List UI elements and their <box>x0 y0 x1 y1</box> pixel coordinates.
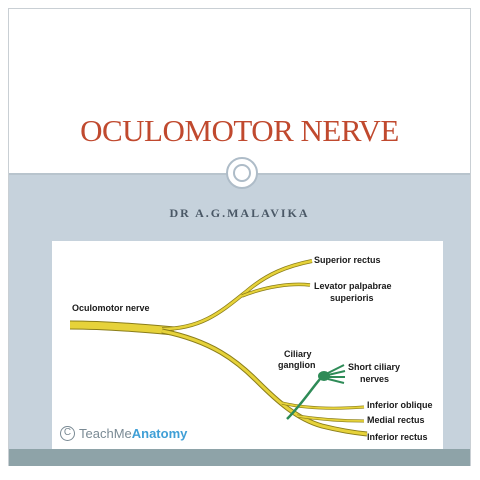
label-superior-rectus: Superior rectus <box>314 255 381 265</box>
label-short-ciliary-2: nerves <box>360 374 390 384</box>
ring-ornament-icon <box>226 157 258 189</box>
label-ciliary-2: ganglion <box>278 360 316 370</box>
slide: OCULOMOTOR NERVE DR A.G.MALAVIKA <box>8 8 471 466</box>
copyright-icon: C <box>60 426 75 441</box>
inferior-division <box>161 328 368 437</box>
nerve-diagram: Oculomotor nerve Superior rectus Levator… <box>52 241 443 453</box>
nerve-diagram-svg <box>69 259 368 437</box>
watermark-prefix: TeachMe <box>79 426 132 441</box>
label-short-ciliary-1: Short ciliary <box>348 362 401 372</box>
label-oculomotor-nerve: Oculomotor nerve <box>72 303 150 313</box>
ciliary-root <box>286 378 321 420</box>
label-ciliary-1: Ciliary <box>284 349 312 359</box>
title-area: OCULOMOTOR NERVE <box>9 9 470 174</box>
label-levator-2: superioris <box>330 293 374 303</box>
watermark-strong: Anatomy <box>131 426 188 441</box>
label-inferior-oblique: Inferior oblique <box>367 400 433 410</box>
label-medial-rectus: Medial rectus <box>367 415 425 425</box>
label-inferior-rectus: Inferior rectus <box>367 432 428 442</box>
superior-division <box>161 259 313 331</box>
slide-title: OCULOMOTOR NERVE <box>80 113 399 148</box>
bottom-bar <box>9 449 470 466</box>
ring-inner <box>233 164 251 182</box>
short-ciliary-nerves <box>327 364 346 384</box>
label-levator-1: Levator palpabrae <box>314 281 392 291</box>
ciliary-ganglion <box>318 371 330 381</box>
author-subtitle: DR A.G.MALAVIKA <box>169 206 310 220</box>
